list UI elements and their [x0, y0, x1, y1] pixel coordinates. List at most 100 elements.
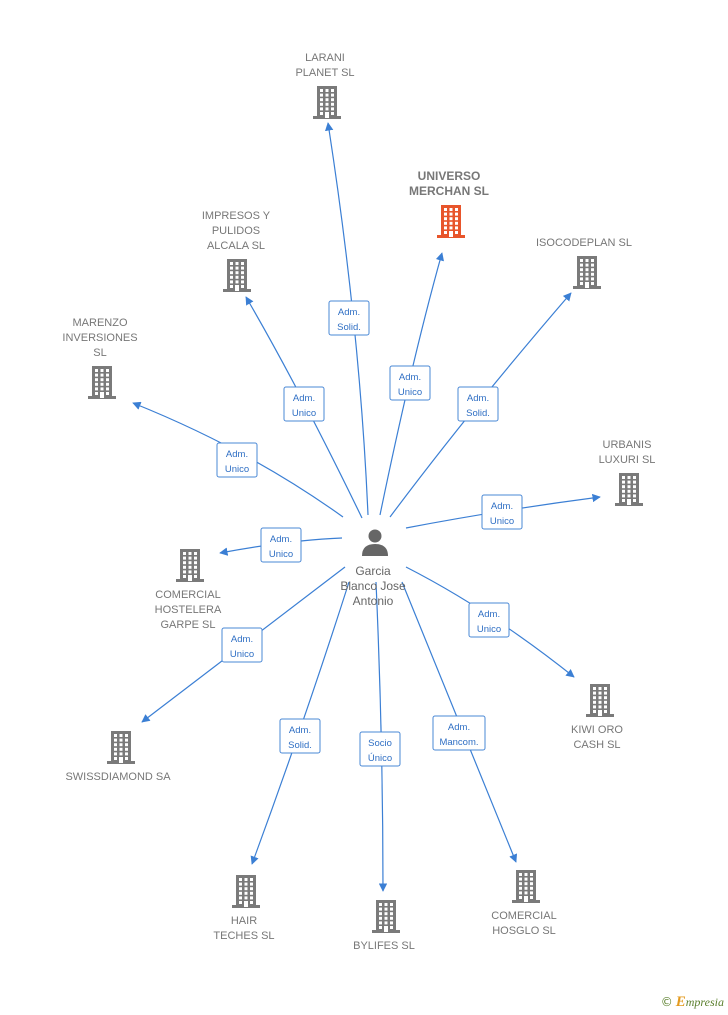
company-label-line: SL [93, 347, 106, 359]
relation-edge-comercial_hostelera[interactable]: Adm. Unico [219, 527, 343, 563]
company-label-line: UNIVERSO [418, 169, 481, 183]
relation-label-line: Adm. [491, 501, 513, 512]
company-node-swissdiamond[interactable]: SWISSDIAMOND SA [65, 731, 171, 783]
company-label-line: ALCALA SL [207, 240, 265, 252]
relation-edge-impresos[interactable]: Adm. Unico [245, 296, 363, 519]
relation-label-box [328, 300, 370, 336]
company-label-line: URBANIS [603, 439, 652, 451]
relation-label-box [260, 527, 302, 563]
relation-label-line: Mancom. [439, 737, 478, 748]
company-node-isocodeplan[interactable]: ISOCODEPLAN SL [536, 237, 632, 289]
relation-label-line: Socio [368, 738, 392, 749]
company-label-line: LUXURI SL [599, 454, 656, 466]
building-icon [372, 900, 400, 933]
company-label-line: HOSTELERA [155, 604, 222, 616]
company-node-urbanis[interactable]: URBANIS LUXURI SL [599, 439, 656, 506]
company-label-line: MERCHAN SL [409, 184, 489, 198]
relation-label-line: Adm. [338, 307, 360, 318]
relation-label-line: Unico [292, 408, 316, 419]
building-icon [512, 870, 540, 903]
relation-edge-hosglo[interactable]: Adm. Mancom. [401, 581, 518, 863]
person-name-line: Garcia [355, 564, 391, 578]
company-label-line: HOSGLO SL [492, 925, 556, 937]
company-label-line: COMERCIAL [155, 589, 220, 601]
relation-label-line: Adm. [231, 634, 253, 645]
relation-label-line: Adm. [399, 372, 421, 383]
relation-edge-larani[interactable]: Adm. Solid. [325, 122, 370, 516]
edges-layer: Adm.Solid.Adm.UnicoAdm.UnicoAdm.Solid.Ad… [132, 122, 601, 892]
relation-edge-urbanis[interactable]: Adm. Unico [405, 493, 601, 530]
relation-edge-swissdiamond[interactable]: Adm. Unico [141, 566, 346, 723]
company-label-line: MARENZO [73, 317, 128, 329]
brand-name: mpresia [685, 995, 724, 1009]
relation-edge-universo[interactable]: Adm. Unico [379, 252, 445, 516]
building-icon [437, 205, 465, 238]
building-icon [615, 473, 643, 506]
company-label-line: IMPRESOS Y [202, 210, 271, 222]
company-label-line: SWISSDIAMOND SA [65, 771, 171, 783]
company-node-kiwi[interactable]: KIWI ORO CASH SL [571, 684, 623, 751]
building-icon [88, 366, 116, 399]
relation-label-line: Unico [269, 549, 293, 560]
relation-label-line: Unico [230, 649, 254, 660]
building-icon [223, 259, 251, 292]
company-label-line: COMERCIAL [491, 910, 556, 922]
company-label-line: LARANI [305, 52, 345, 64]
relation-label-box [468, 602, 510, 638]
person-name-line: Antonio [353, 594, 394, 608]
relation-label-box [432, 715, 486, 751]
company-label-line: ISOCODEPLAN SL [536, 237, 632, 249]
company-node-bylifes[interactable]: BYLIFES SL [353, 900, 415, 952]
company-label-line: HAIR [231, 915, 257, 927]
relation-label-box [359, 731, 401, 767]
relation-label-box [279, 718, 321, 754]
relation-edge-marenzo[interactable]: Adm. Unico [132, 401, 344, 518]
relation-label-line: Solid. [466, 408, 490, 419]
brand-initial: E [675, 994, 686, 1010]
relation-label-box [221, 627, 263, 663]
company-label-line: BYLIFES SL [353, 940, 415, 952]
relation-label-line: Unico [490, 516, 514, 527]
building-icon [313, 86, 341, 119]
relation-label-line: Único [368, 753, 392, 764]
relation-label-line: Solid. [337, 322, 361, 333]
relation-label-line: Unico [398, 387, 422, 398]
relation-label-line: Adm. [478, 609, 500, 620]
company-node-hosglo[interactable]: COMERCIAL HOSGLO SL [491, 870, 557, 937]
person-name-line: Blanco Jose [340, 579, 406, 593]
company-node-comercial_hostelera[interactable]: COMERCIAL HOSTELERA GARPE SL [155, 549, 222, 631]
company-node-marenzo[interactable]: MARENZO INVERSIONES SL [62, 317, 138, 399]
relation-label-line: Adm. [289, 725, 311, 736]
building-icon [573, 256, 601, 289]
company-label-line: PLANET SL [295, 67, 354, 79]
company-label-line: GARPE SL [160, 619, 215, 631]
relation-edge-isocodeplan[interactable]: Adm. Solid. [389, 292, 572, 518]
relation-label-box [457, 386, 499, 422]
relation-label-line: Solid. [288, 740, 312, 751]
relation-label-box [389, 365, 431, 401]
building-icon [176, 549, 204, 582]
relation-label-box [481, 494, 523, 530]
relation-edge-kiwi[interactable]: Adm.Unico [405, 566, 575, 678]
relation-label-box [216, 442, 258, 478]
company-label-line: CASH SL [573, 739, 620, 751]
relation-label-line: Adm. [448, 722, 470, 733]
company-node-impresos[interactable]: IMPRESOS Y PULIDOS ALCALA SL [202, 210, 271, 292]
relation-label-line: Adm. [226, 449, 248, 460]
relation-label-line: Adm. [270, 534, 292, 545]
company-label-line: KIWI ORO [571, 724, 623, 736]
building-icon [232, 875, 260, 908]
company-label-line: INVERSIONES [62, 332, 137, 344]
company-label-line: PULIDOS [212, 225, 260, 237]
copyright-symbol: © [660, 995, 673, 1009]
relation-edge-hair[interactable]: Adm. Solid. [250, 581, 350, 865]
person-icon [362, 529, 388, 556]
company-node-larani[interactable]: LARANI PLANET SL [295, 52, 355, 119]
relation-label-line: Unico [225, 464, 249, 475]
